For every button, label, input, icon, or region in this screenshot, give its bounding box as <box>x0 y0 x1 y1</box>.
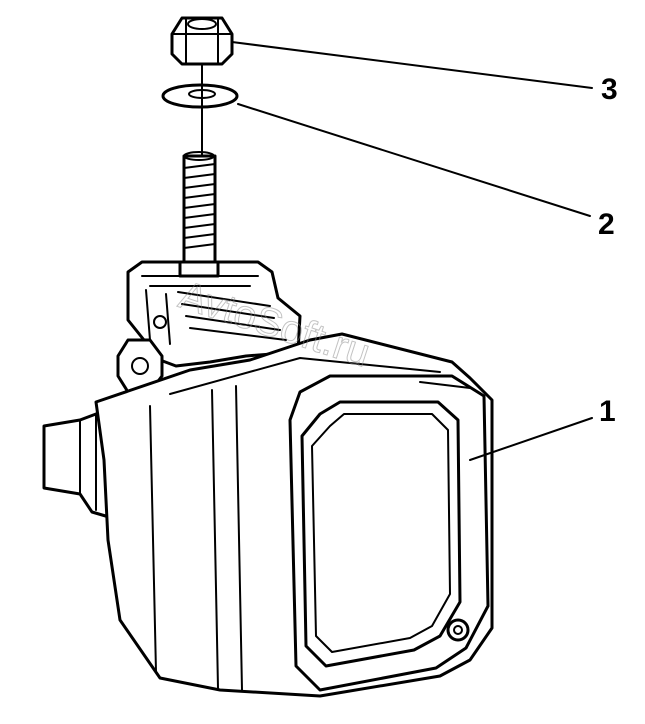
leader-line-1 <box>469 417 593 461</box>
mounting-bracket <box>126 260 302 368</box>
leader-line-2 <box>237 103 591 217</box>
leader-line-3 <box>231 41 593 89</box>
callout-label-1: 1 <box>599 395 616 428</box>
callout-label-3: 3 <box>601 73 618 106</box>
nut-part-3 <box>170 16 234 66</box>
washer-part-2 <box>161 83 239 109</box>
bracket-side-nut <box>116 338 164 394</box>
lamp-housing-part-1 <box>42 332 494 698</box>
callout-label-2: 2 <box>598 208 615 241</box>
threaded-stud <box>182 151 217 266</box>
